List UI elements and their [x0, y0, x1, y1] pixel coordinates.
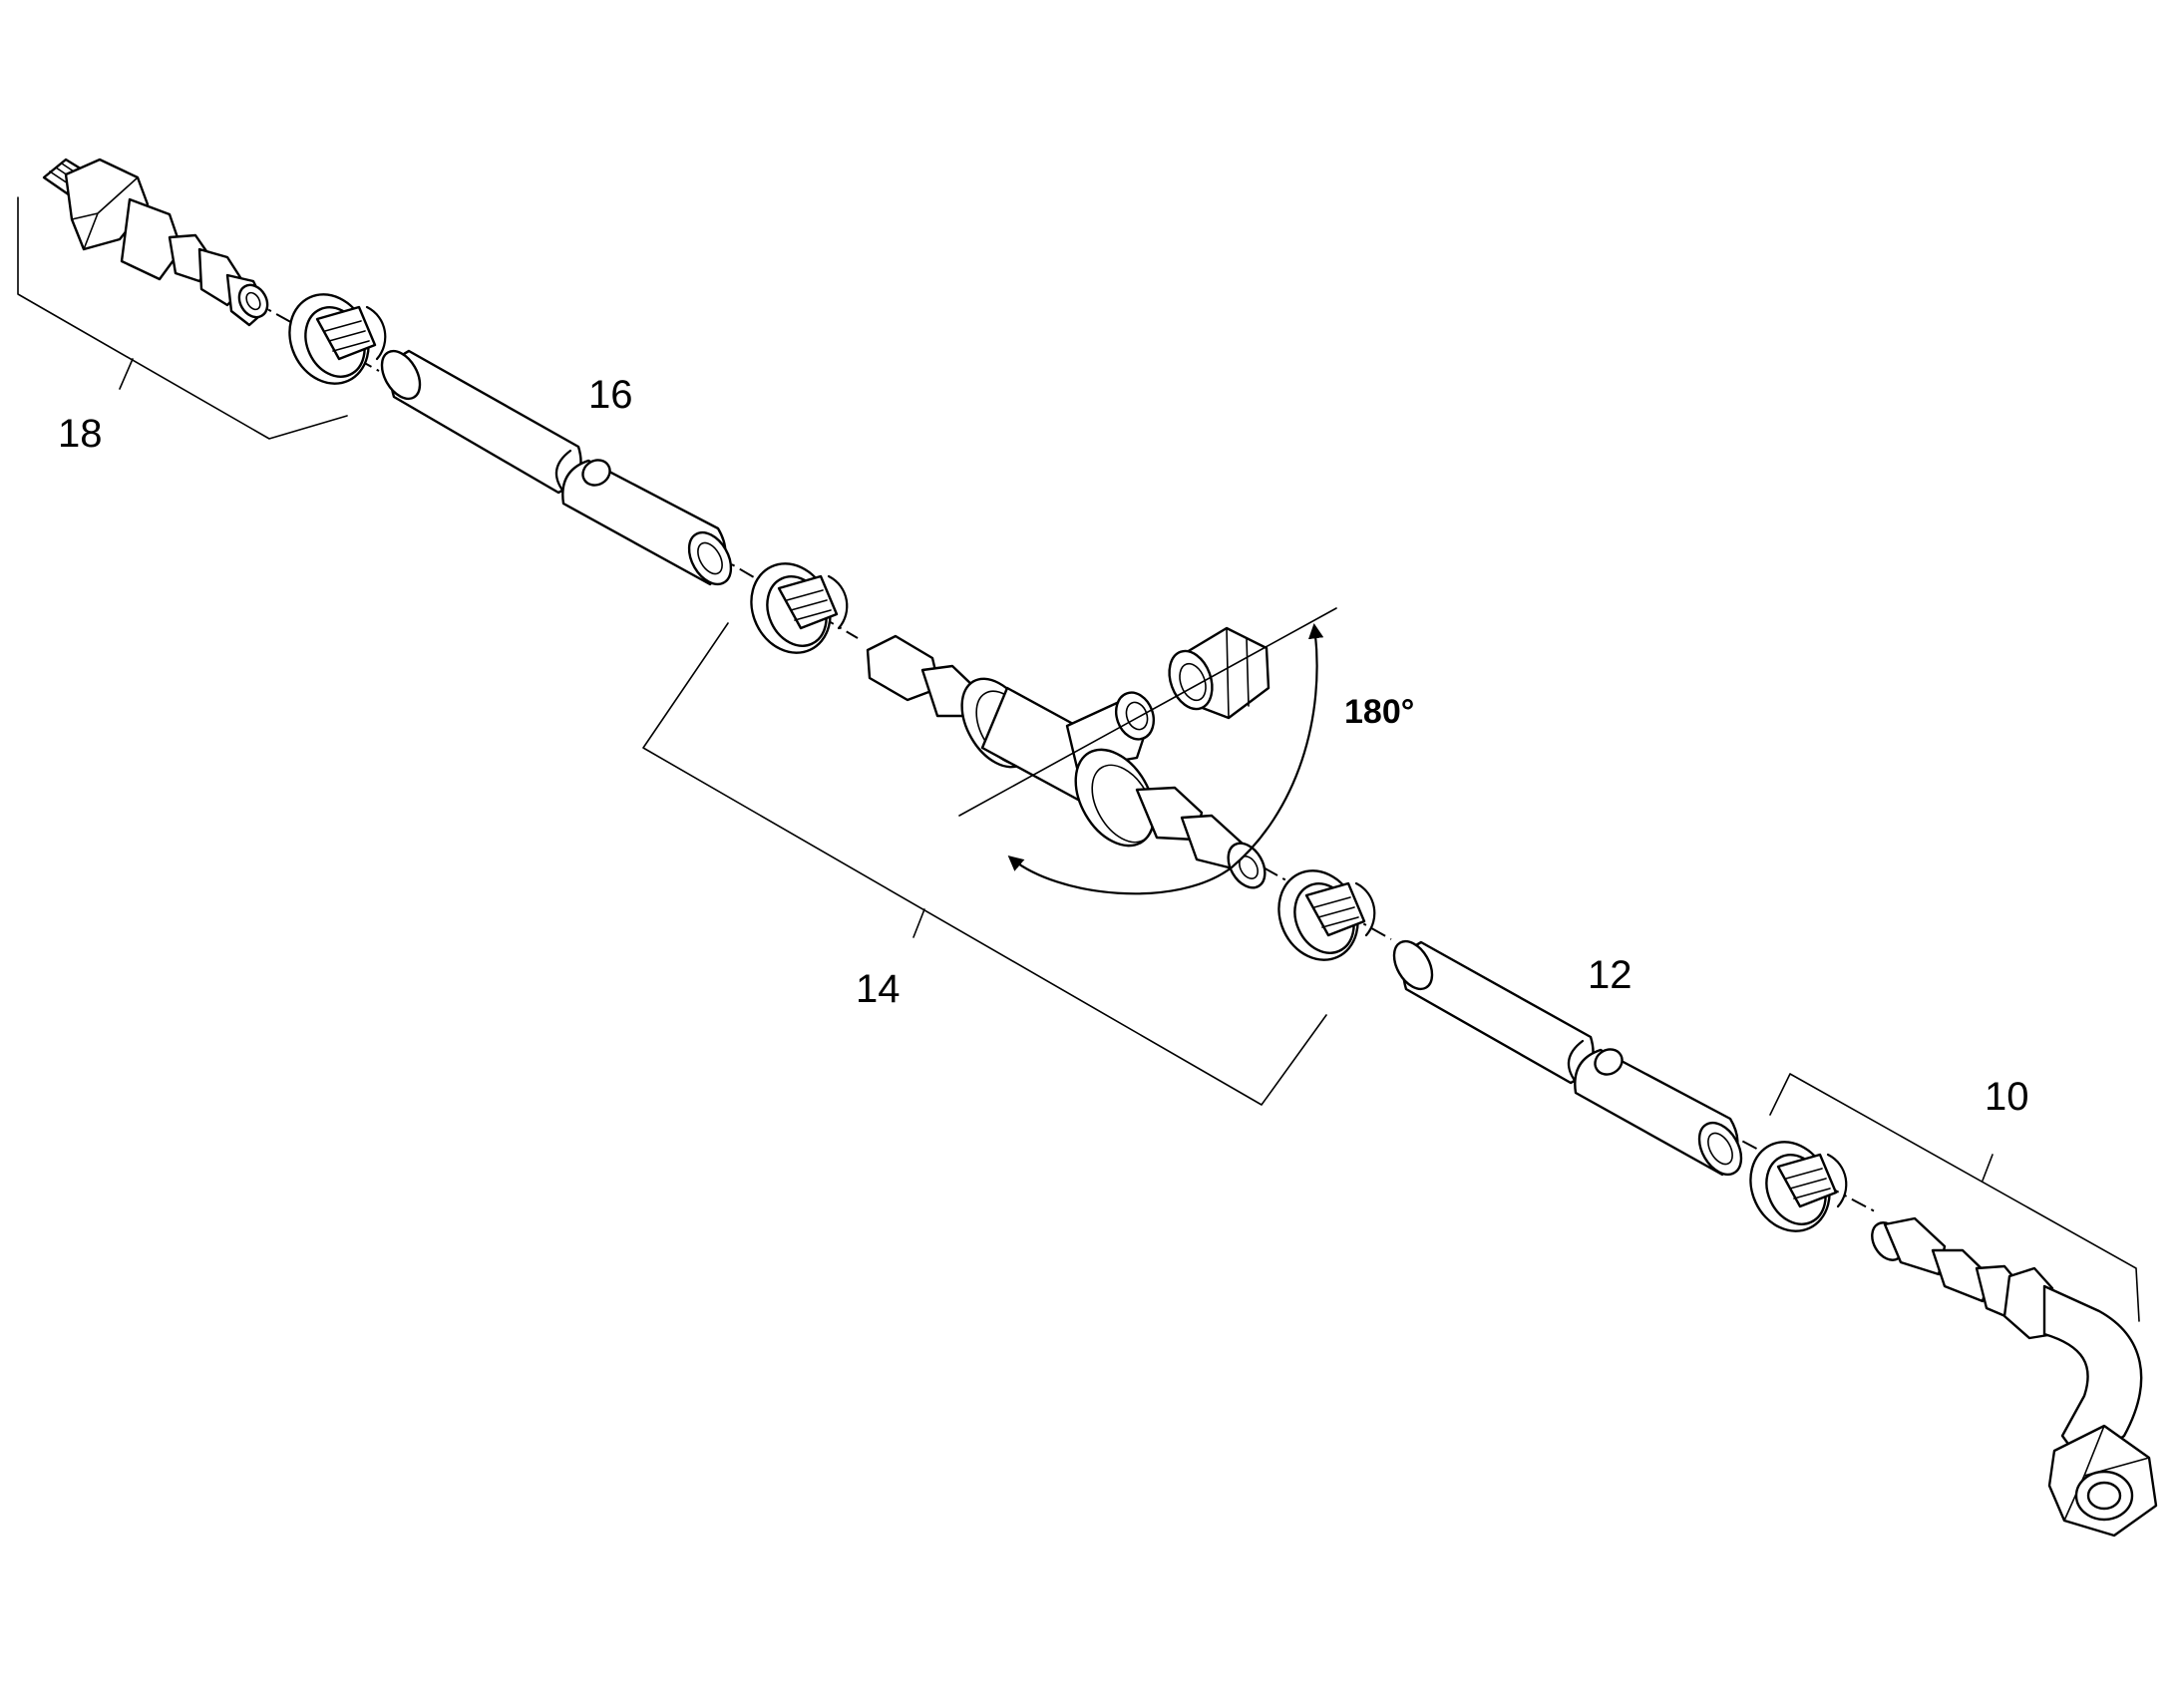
rotation-indicator	[958, 607, 1337, 895]
callout-10: 10	[1985, 1075, 2029, 1119]
part-16-hose	[380, 349, 733, 586]
bracket-18	[17, 196, 348, 440]
hose-clamp-lower	[1749, 1141, 1848, 1232]
hose-clamp-upper	[288, 293, 387, 385]
callout-14: 14	[856, 967, 901, 1011]
callout-12: 12	[1588, 953, 1633, 997]
bracket-10	[1769, 1073, 2140, 1322]
hose-clamp-middle-right	[1277, 869, 1376, 961]
callout-18: 18	[58, 412, 103, 456]
callout-16: 16	[588, 373, 633, 417]
rotation-angle-label: 180°	[1344, 693, 1415, 731]
bracket-14	[642, 622, 1327, 1106]
hose-clamp-middle-left	[750, 562, 849, 654]
part-12-hose	[1392, 939, 1743, 1177]
protective-cap	[1168, 626, 1271, 720]
part-18-straight-fitting	[42, 158, 269, 327]
part-10-elbow-fitting	[1871, 1216, 2158, 1537]
